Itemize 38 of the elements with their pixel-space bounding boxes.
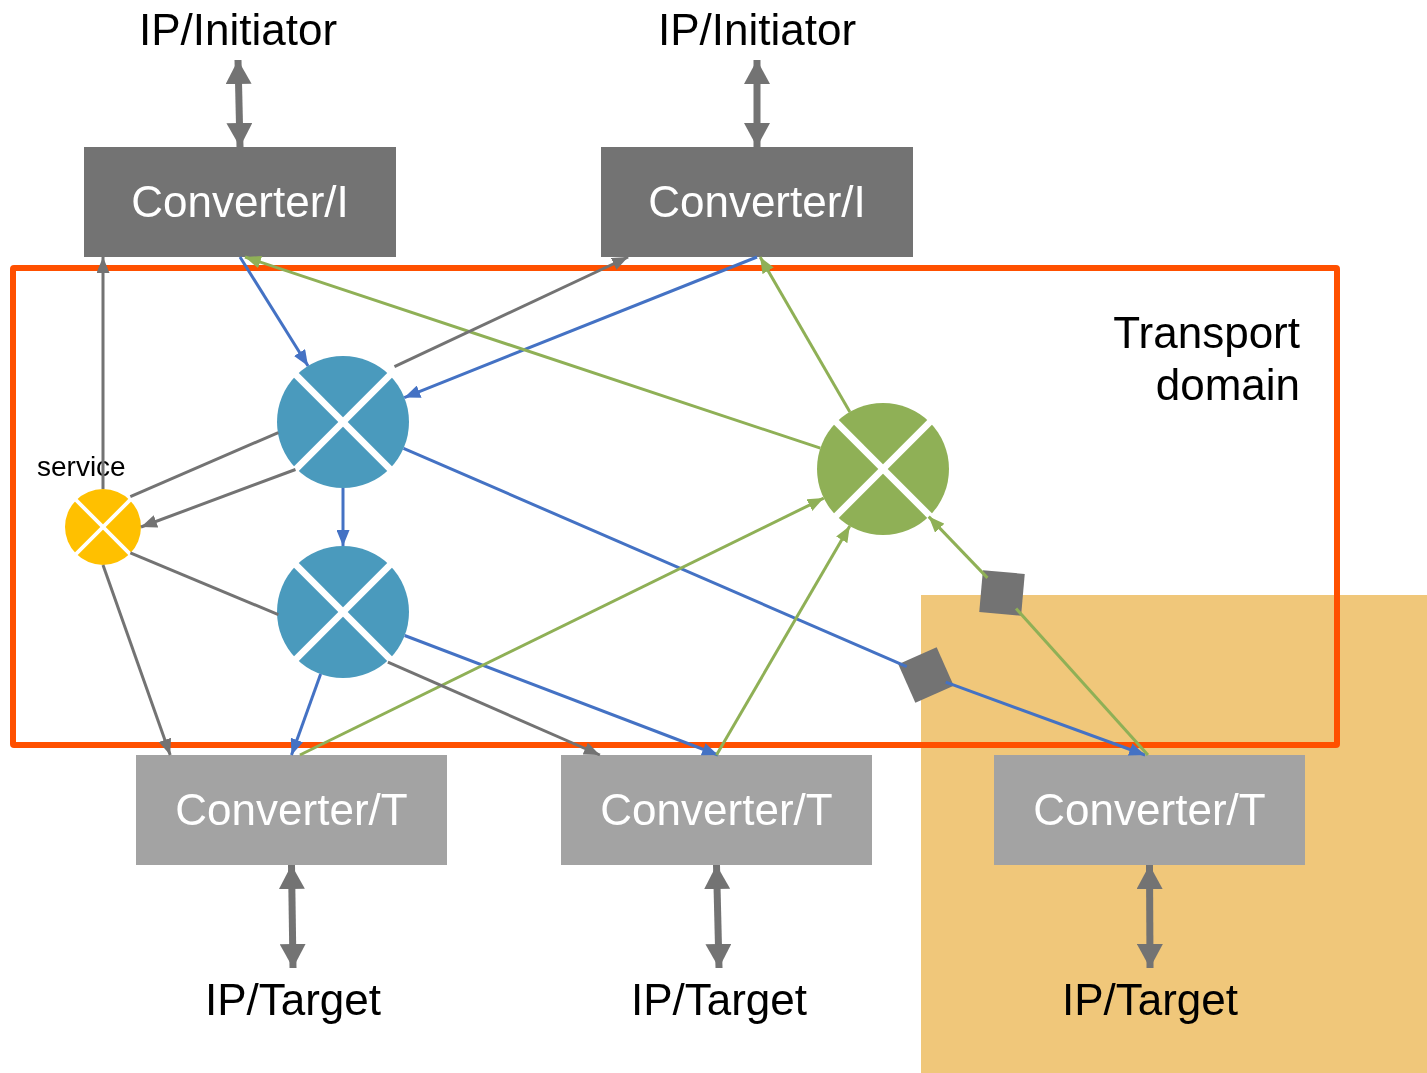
arrow — [278, 864, 306, 969]
arrow — [393, 255, 629, 368]
endpoint-label: IP/Target — [1030, 968, 1270, 1032]
arrow — [404, 634, 719, 757]
arrow — [387, 660, 601, 757]
arrow — [715, 525, 852, 756]
endpoint-label: IP/Target — [599, 968, 839, 1032]
arrow — [403, 255, 758, 399]
connector-line — [129, 431, 279, 498]
arrow — [945, 680, 1146, 757]
arrow — [290, 673, 323, 756]
converter-box: Converter/I — [601, 147, 913, 257]
arrow — [238, 256, 310, 367]
endpoint-label: IP/Initiator — [108, 0, 368, 60]
arrow — [336, 488, 350, 546]
arrow — [299, 496, 825, 757]
endpoint-label: IP/Initiator — [627, 0, 887, 60]
converter-box: Converter/T — [994, 755, 1305, 865]
arrow — [704, 864, 732, 969]
converter-box: Converter/T — [561, 755, 872, 865]
arrow — [244, 255, 821, 450]
connector-line — [1014, 607, 1150, 756]
converter-box: Converter/I — [84, 147, 396, 257]
arrow — [96, 257, 110, 489]
domain-label: Transport domain — [1112, 307, 1300, 411]
endpoint-label: IP/Target — [173, 968, 413, 1032]
arrow — [225, 59, 253, 148]
connector-line — [402, 446, 908, 668]
connector-line — [129, 551, 279, 617]
arrow — [758, 256, 852, 413]
highlight-band — [921, 595, 1427, 1073]
arrow — [927, 515, 989, 579]
junction-marker — [979, 570, 1025, 616]
arrow — [101, 564, 172, 756]
arrow — [140, 468, 296, 529]
switch-label: service — [37, 451, 126, 483]
converter-box: Converter/T — [136, 755, 447, 865]
domain-frame — [10, 265, 1340, 748]
